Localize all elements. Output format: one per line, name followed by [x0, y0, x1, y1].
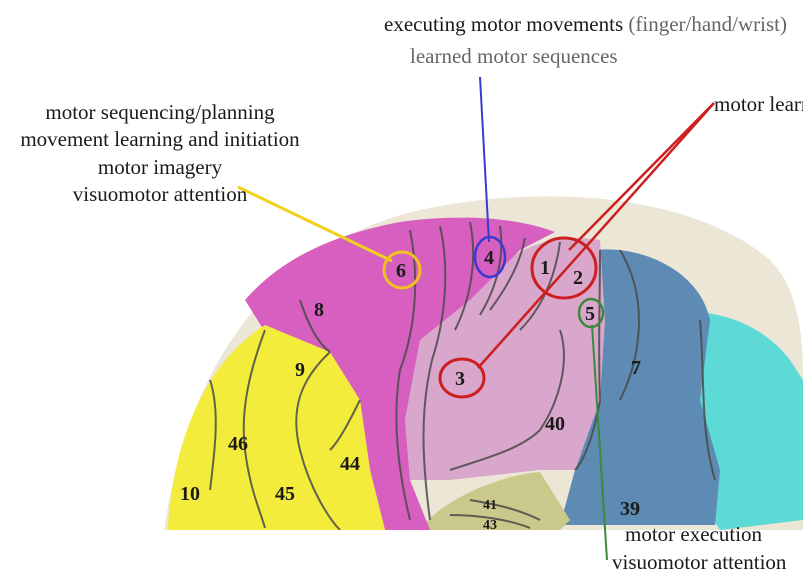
area-label-41: 41	[483, 498, 497, 513]
area-label-9: 9	[295, 359, 305, 381]
annotation-left-2: movement learning and initiation	[0, 127, 320, 152]
annotation-top-main: executing motor movements	[384, 12, 623, 36]
annotation-top-line2: learned motor sequences	[410, 44, 618, 69]
area-label-46: 46	[228, 433, 248, 455]
area-label-10: 10	[180, 483, 200, 505]
area-label-44: 44	[340, 453, 360, 475]
annotation-left-1: motor sequencing/planning	[0, 100, 320, 125]
area-label-3: 3	[455, 368, 465, 390]
area-label-39: 39	[620, 498, 640, 520]
annotation-right-top: motor learni	[714, 92, 803, 117]
annotation-left-3: motor imagery	[0, 155, 320, 180]
annotation-top-line1: executing motor movements (finger/hand/w…	[384, 12, 787, 37]
area-label-8: 8	[314, 299, 324, 321]
area-label-43: 43	[483, 518, 497, 533]
annotation-bottom-right-2: visuomotor attention	[612, 550, 786, 575]
area-label-2: 2	[573, 267, 583, 289]
area-label-45: 45	[275, 483, 295, 505]
annotation-top-paren: (finger/hand/wrist)	[628, 12, 787, 36]
annotation-bottom-right-1: motor execution	[625, 522, 762, 547]
area-label-1: 1	[540, 257, 550, 279]
area-label-5: 5	[585, 303, 595, 325]
area-label-4: 4	[484, 247, 494, 269]
area-label-40: 40	[545, 413, 565, 435]
area-label-7: 7	[631, 357, 641, 379]
annotation-left-4: visuomotor attention	[0, 182, 320, 207]
area-label-6: 6	[396, 260, 406, 282]
